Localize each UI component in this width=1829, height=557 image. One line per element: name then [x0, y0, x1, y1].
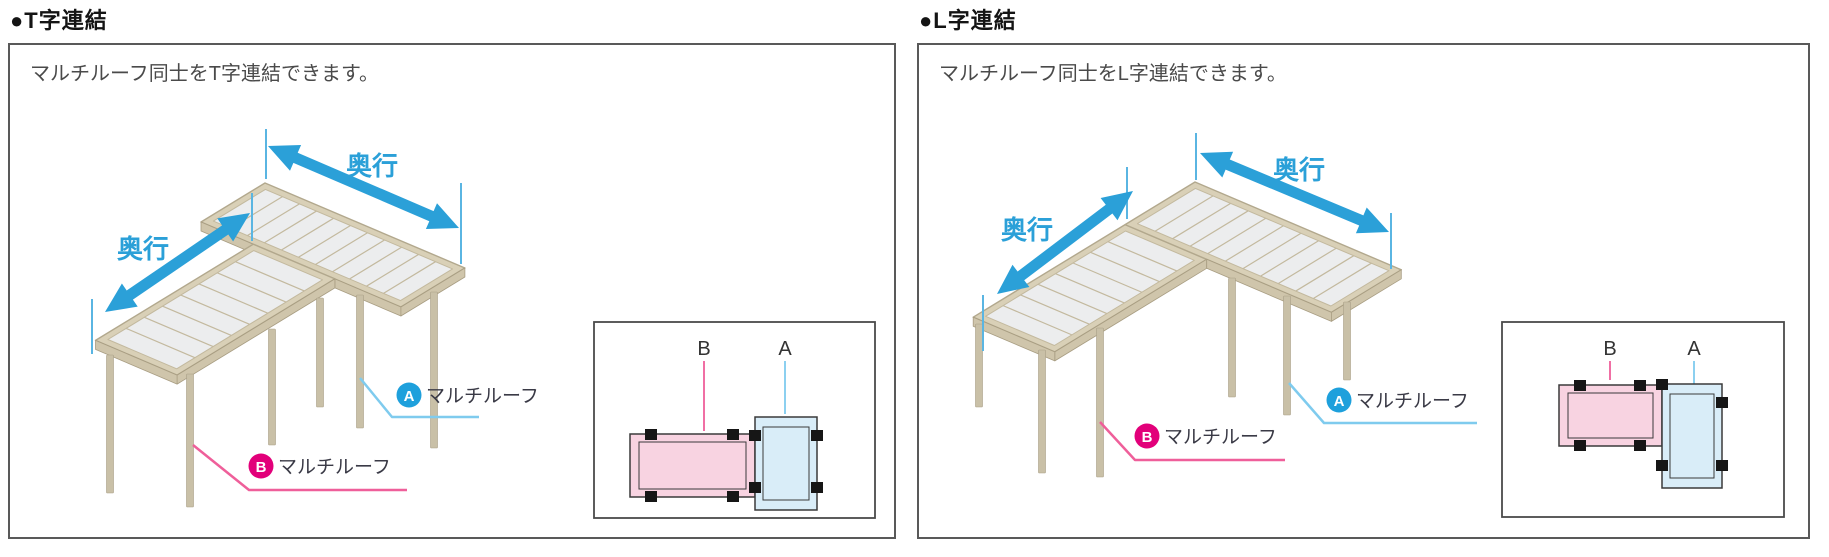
l-inset-label-a: A — [1687, 338, 1701, 360]
l-description: マルチルーフ同士をL字連結できます。 — [939, 63, 1287, 85]
t-section-title: ●T字連結 — [10, 8, 108, 33]
l-roof-a-label: マルチルーフ — [1356, 391, 1469, 412]
l-roof-b-label: マルチルーフ — [1164, 427, 1277, 448]
t-roof-a-badge: A マルチルーフ — [396, 382, 539, 408]
t-badge-b-letter: B — [256, 459, 267, 476]
t-badge-a-circle — [396, 382, 422, 408]
t-roof-b-badge: B マルチルーフ — [248, 453, 391, 479]
t-depth-label-b: 奥行 — [117, 234, 169, 264]
t-depth-label-a: 奥行 — [346, 151, 398, 181]
t-badge-b-circle — [248, 453, 274, 479]
t-inset-label-a: A — [778, 338, 792, 360]
l-connection-section: ●L字連結 マルチルーフ同士をL字連結できます。 奥行 奥行 A マルチルーフ … — [917, 7, 1810, 539]
t-roof-b-leader-line — [192, 444, 407, 492]
l-roof-a-leader-line — [1288, 382, 1477, 425]
l-plan-view-inset — [1501, 321, 1785, 518]
l-roof-a-badge: A マルチルーフ — [1326, 387, 1469, 413]
t-connection-illustration: 奥行 奥行 A マルチルーフ B マルチルーフ B A — [91, 129, 876, 519]
l-content-box: マルチルーフ同士をL字連結できます。 奥行 奥行 A マルチルーフ B マルチル… — [917, 43, 1810, 539]
l-section-title: ●L字連結 — [919, 8, 1017, 33]
t-isometric-roofs — [91, 129, 466, 508]
t-roof-a-label: マルチルーフ — [426, 386, 539, 407]
l-badge-b-letter: B — [1142, 429, 1153, 446]
l-inset-label-b: B — [1603, 338, 1616, 360]
l-badge-a-circle — [1326, 387, 1352, 413]
l-badge-a-letter: A — [1334, 393, 1345, 410]
l-connection-illustration: 奥行 奥行 A マルチルーフ B マルチルーフ B A — [972, 133, 1785, 518]
t-content-box: マルチルーフ同士をT字連結できます。 奥行 奥行 A マルチルーフ B マルチル… — [8, 43, 896, 539]
l-depth-label-a: 奥行 — [1273, 155, 1325, 185]
t-connection-section: ●T字連結 マルチルーフ同士をT字連結できます。 奥行 奥行 A マルチルーフ … — [8, 7, 896, 539]
t-inset-label-b: B — [697, 338, 710, 360]
l-roof-b-badge: B マルチルーフ — [1134, 423, 1277, 449]
t-roof-b-label: マルチルーフ — [278, 457, 391, 478]
t-plan-view-inset — [593, 321, 876, 519]
t-roof-a-leader-line — [359, 377, 479, 419]
t-description: マルチルーフ同士をT字連結できます。 — [30, 63, 380, 85]
l-badge-b-circle — [1134, 423, 1160, 449]
l-isometric-roofs — [972, 133, 1402, 478]
t-badge-a-letter: A — [404, 388, 415, 405]
l-depth-label-b: 奥行 — [1001, 215, 1053, 245]
l-roof-b-leader-line — [1099, 421, 1285, 462]
